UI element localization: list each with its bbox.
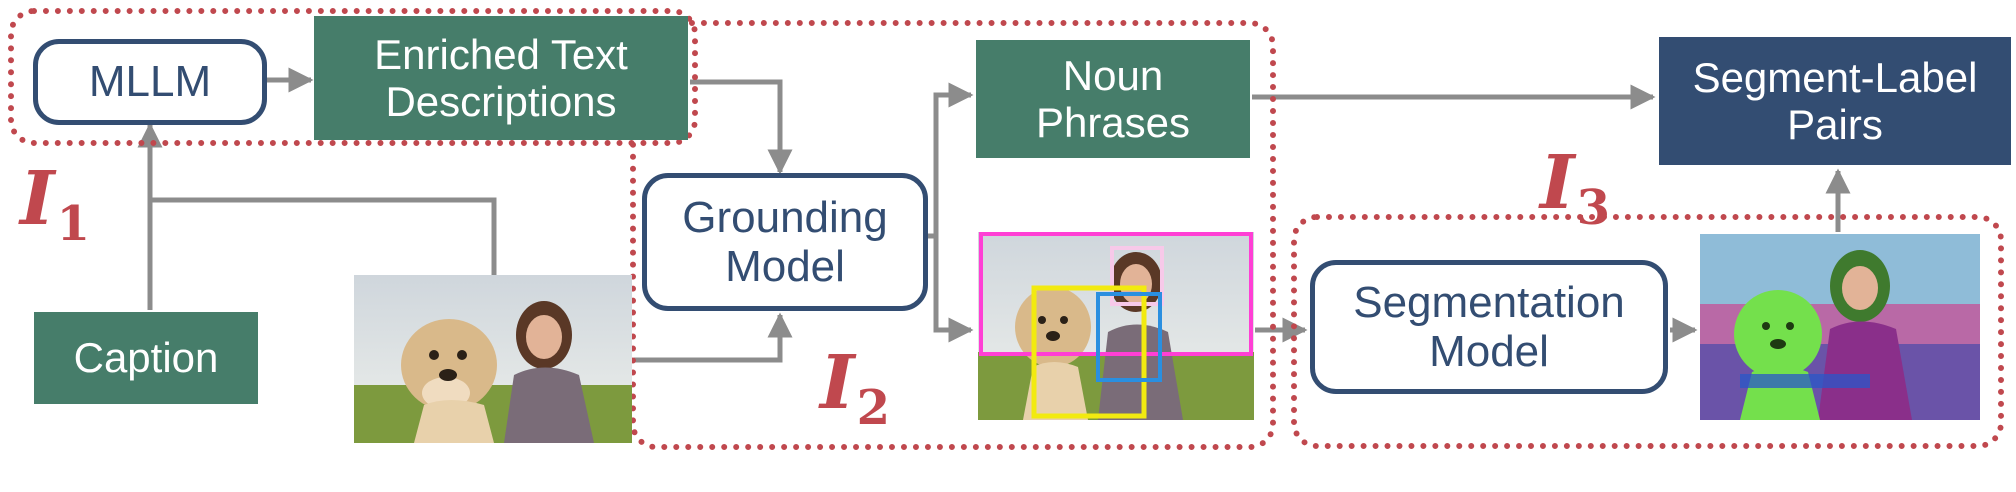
grounding-model-node: Grounding Model — [642, 173, 928, 311]
grounded-boxes-image — [978, 232, 1254, 420]
stage-3-label: I3 — [1540, 140, 1611, 236]
arrow-enriched-to-grounding — [690, 79, 793, 175]
noun-label-line2: Phrases — [1035, 99, 1191, 146]
stage-3-group — [1291, 214, 2004, 449]
noun-phrases-node: Noun Phrases — [976, 40, 1250, 158]
bbox-dog — [1031, 285, 1147, 419]
segmentation-label-line2: Model — [1429, 327, 1549, 376]
stage-1-group — [8, 8, 698, 146]
input-image — [354, 275, 632, 443]
pairs-label-line1: Segment-Label — [1692, 53, 1978, 101]
arrow-image-to-mllm — [150, 197, 497, 275]
bbox-face — [1110, 246, 1164, 306]
arrow-image-to-grounding — [634, 312, 793, 363]
bbox-person — [979, 232, 1253, 356]
grounding-label-line1: Grounding — [682, 192, 888, 242]
enriched-label-line1: Enriched Text — [374, 30, 628, 78]
pairs-label-line2: Pairs — [1787, 101, 1883, 148]
segment-label-pairs-node: Segment-Label Pairs — [1659, 37, 2011, 165]
stage-1-label: I1 — [20, 156, 91, 252]
stage-2-label: I2 — [820, 340, 891, 436]
caption-node: Caption — [34, 312, 258, 404]
caption-label: Caption — [73, 334, 219, 382]
arrow-grounding-branch — [926, 82, 974, 239]
stage-2-group — [630, 20, 1276, 450]
mllm-label: MLLM — [88, 57, 212, 107]
mllm-node: MLLM — [33, 39, 267, 125]
segmentation-mask-image — [1700, 234, 1980, 420]
arrow-grounding-to-boxes — [933, 236, 974, 343]
noun-label-line1: Noun — [1062, 51, 1164, 99]
bbox-hand — [1096, 292, 1162, 382]
enriched-label-line2: Descriptions — [385, 78, 617, 125]
segmentation-label-line1: Segmentation — [1353, 277, 1625, 327]
grounding-label-line2: Model — [725, 242, 845, 291]
segmentation-model-node: Segmentation Model — [1310, 260, 1668, 394]
enriched-text-node: Enriched Text Descriptions — [314, 16, 688, 140]
